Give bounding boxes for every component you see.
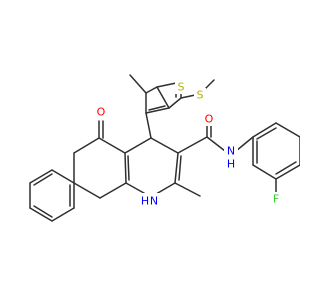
hydrogen-ring-label: H [141,195,149,208]
bond [148,105,166,111]
bond [145,107,170,114]
nitrogen-amide-label: N [227,145,235,158]
sulfur-ring-label: S [178,81,185,94]
hydrogen-amide-label: H [227,158,235,171]
fluorine-label: F [273,193,279,206]
bond [145,86,158,94]
bond [98,137,126,154]
bond [51,169,75,184]
bond [168,97,182,109]
bond [99,182,127,199]
sulfur-thioether-label: S [197,89,204,102]
bond [33,205,53,218]
bond [156,86,170,109]
bond [177,136,208,154]
bond [275,164,300,180]
bond [252,164,277,180]
bond [51,207,75,222]
atom-label-layer: S S O N H F O H N [95,80,282,208]
bond [127,155,130,181]
bond [256,127,277,140]
bond [29,207,53,222]
sulfur-thioether-atom: S [194,88,206,102]
bond [174,182,201,197]
bond [29,169,53,184]
bond [275,161,297,175]
bond [73,137,100,154]
amide-nh-atom: N H [224,144,238,171]
bond [124,137,152,154]
bond [73,182,101,199]
bond [174,152,179,184]
bond [252,122,277,138]
structure-drawing: S S O N H F O H N [29,74,300,222]
sulfur-ring-atom: S [175,80,187,94]
oxygen-amide-label: O [205,113,214,126]
bond [145,112,152,139]
bond [124,152,127,184]
oxygen-amide-atom: O [203,112,215,126]
fluorine-atom: F [270,192,282,206]
bond [178,155,182,181]
bond-layer [29,74,300,222]
ring-nh-atom: H N [140,193,162,208]
bond [235,136,254,152]
nitrogen-ring-label: N [150,195,158,208]
oxygen-ketone-label: O [97,106,106,119]
bond [33,173,53,186]
bond [150,137,179,154]
bond [275,122,300,138]
bond [206,136,226,152]
oxygen-ketone-atom: O [95,105,107,119]
molecule-diagram: S S O N H F O H N [29,74,300,222]
bond [129,74,147,94]
